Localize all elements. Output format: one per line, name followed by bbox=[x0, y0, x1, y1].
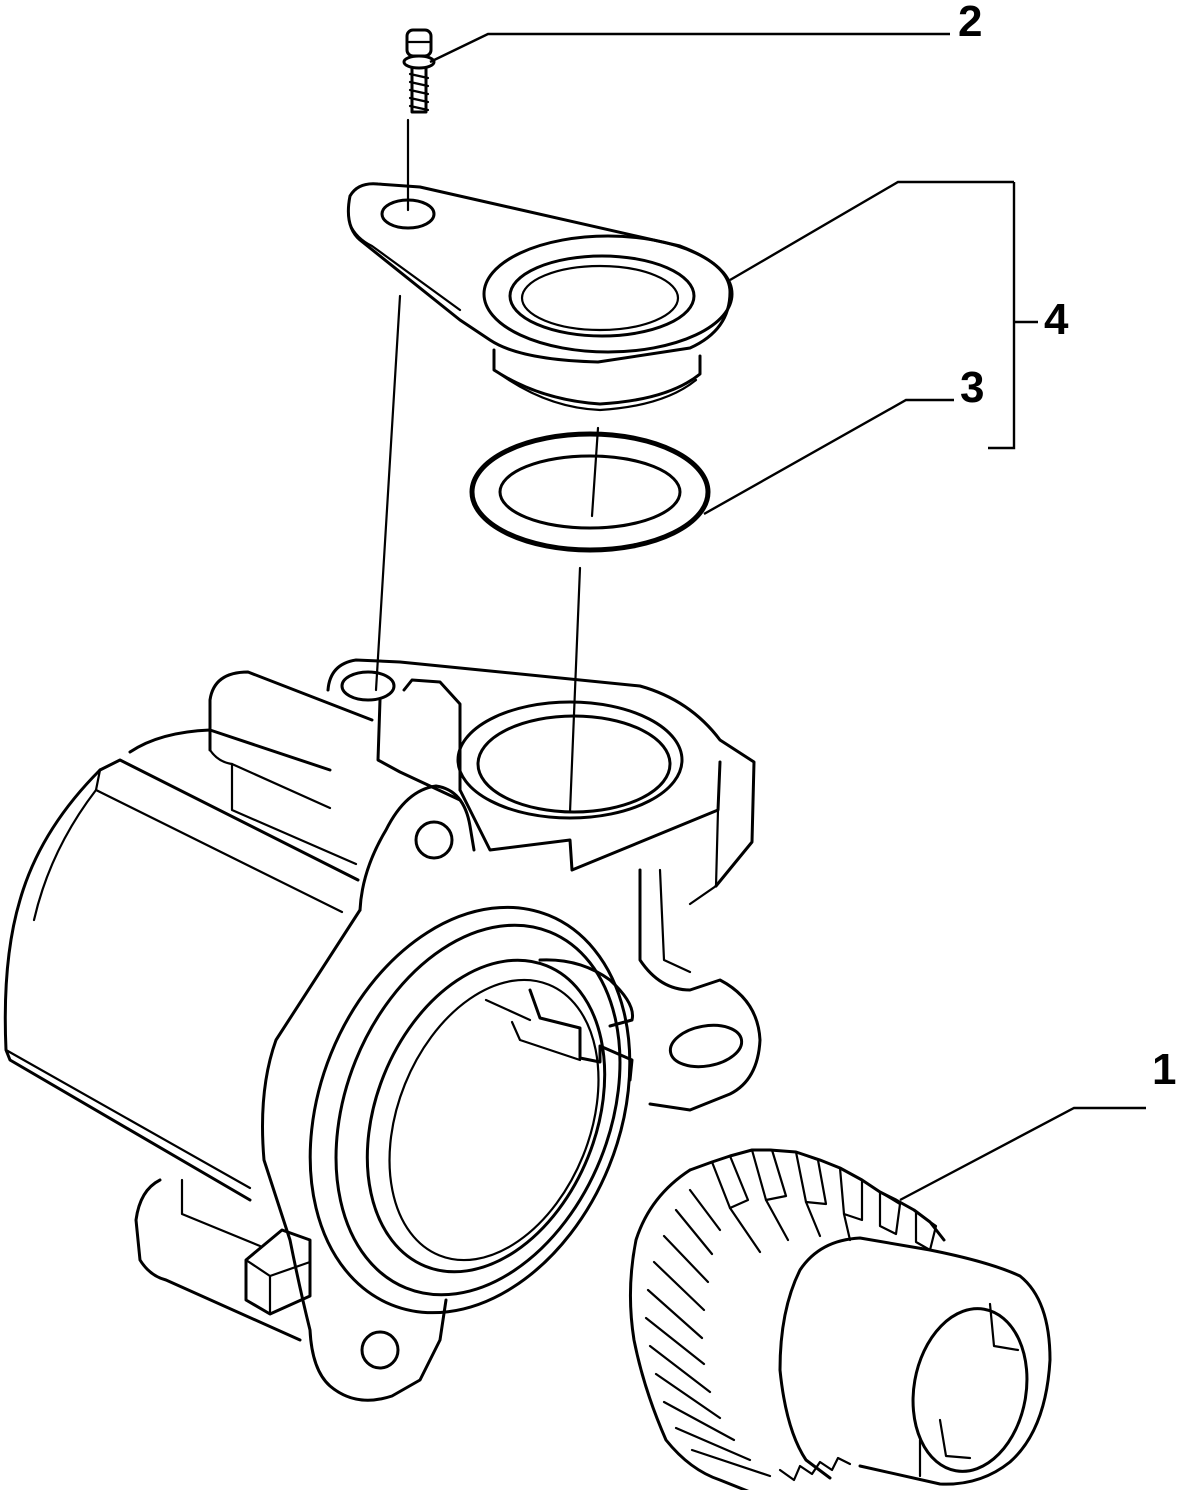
leader-lines bbox=[429, 32, 1146, 1202]
part-1-gear-sleeve bbox=[628, 1148, 1052, 1490]
leader-part-3 bbox=[703, 398, 954, 516]
bracket-part-4 bbox=[988, 182, 1016, 450]
leader-part-4-top bbox=[729, 180, 1014, 282]
callout-4: 4 bbox=[1044, 295, 1069, 344]
callout-1: 1 bbox=[1152, 1045, 1176, 1094]
leader-part-1 bbox=[899, 1106, 1146, 1202]
part-2-screw bbox=[402, 28, 436, 212]
leader-part-2 bbox=[429, 32, 950, 64]
part-4-cover-flange bbox=[346, 182, 734, 518]
callout-3: 3 bbox=[960, 363, 984, 412]
callout-2: 2 bbox=[958, 0, 982, 46]
part-3-o-ring bbox=[469, 431, 711, 814]
housing-body bbox=[3, 294, 762, 1402]
